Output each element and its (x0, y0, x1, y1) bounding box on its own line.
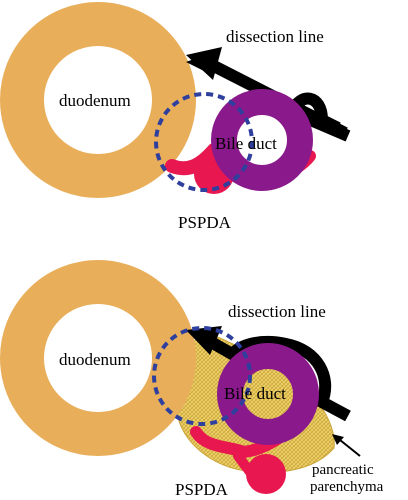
pancreatic-parenchyma (175, 335, 335, 473)
parenchyma-label-line1: pancreatic (312, 462, 374, 478)
parenchyma-pointer-arrow (332, 434, 361, 457)
pspda-label: PSPDA (175, 480, 229, 499)
bile-duct-ring (217, 343, 319, 445)
pspda-label: PSPDA (178, 213, 232, 232)
duodenum-label: duodenum (59, 350, 131, 369)
bile-duct-ring (211, 89, 313, 191)
duodenum-ring (0, 260, 196, 456)
duodenum-label: duodenum (59, 91, 131, 110)
bile-duct-label: Bile duct (215, 134, 277, 153)
dissection-line-label: dissection line (226, 27, 324, 46)
dissection-line-label: dissection line (228, 302, 326, 321)
panel-bottom: duodenum Bile duct dissection line PSPDA… (0, 260, 384, 499)
dashed-circle (154, 92, 254, 192)
duodenum-ring (0, 2, 196, 198)
dashed-circle (152, 326, 252, 426)
bile-duct-label: Bile duct (224, 384, 286, 403)
parenchyma-label-line2: parenchyma (310, 479, 384, 495)
panel-top: duodenum Bile duct dissection line PSPDA (0, 2, 351, 232)
